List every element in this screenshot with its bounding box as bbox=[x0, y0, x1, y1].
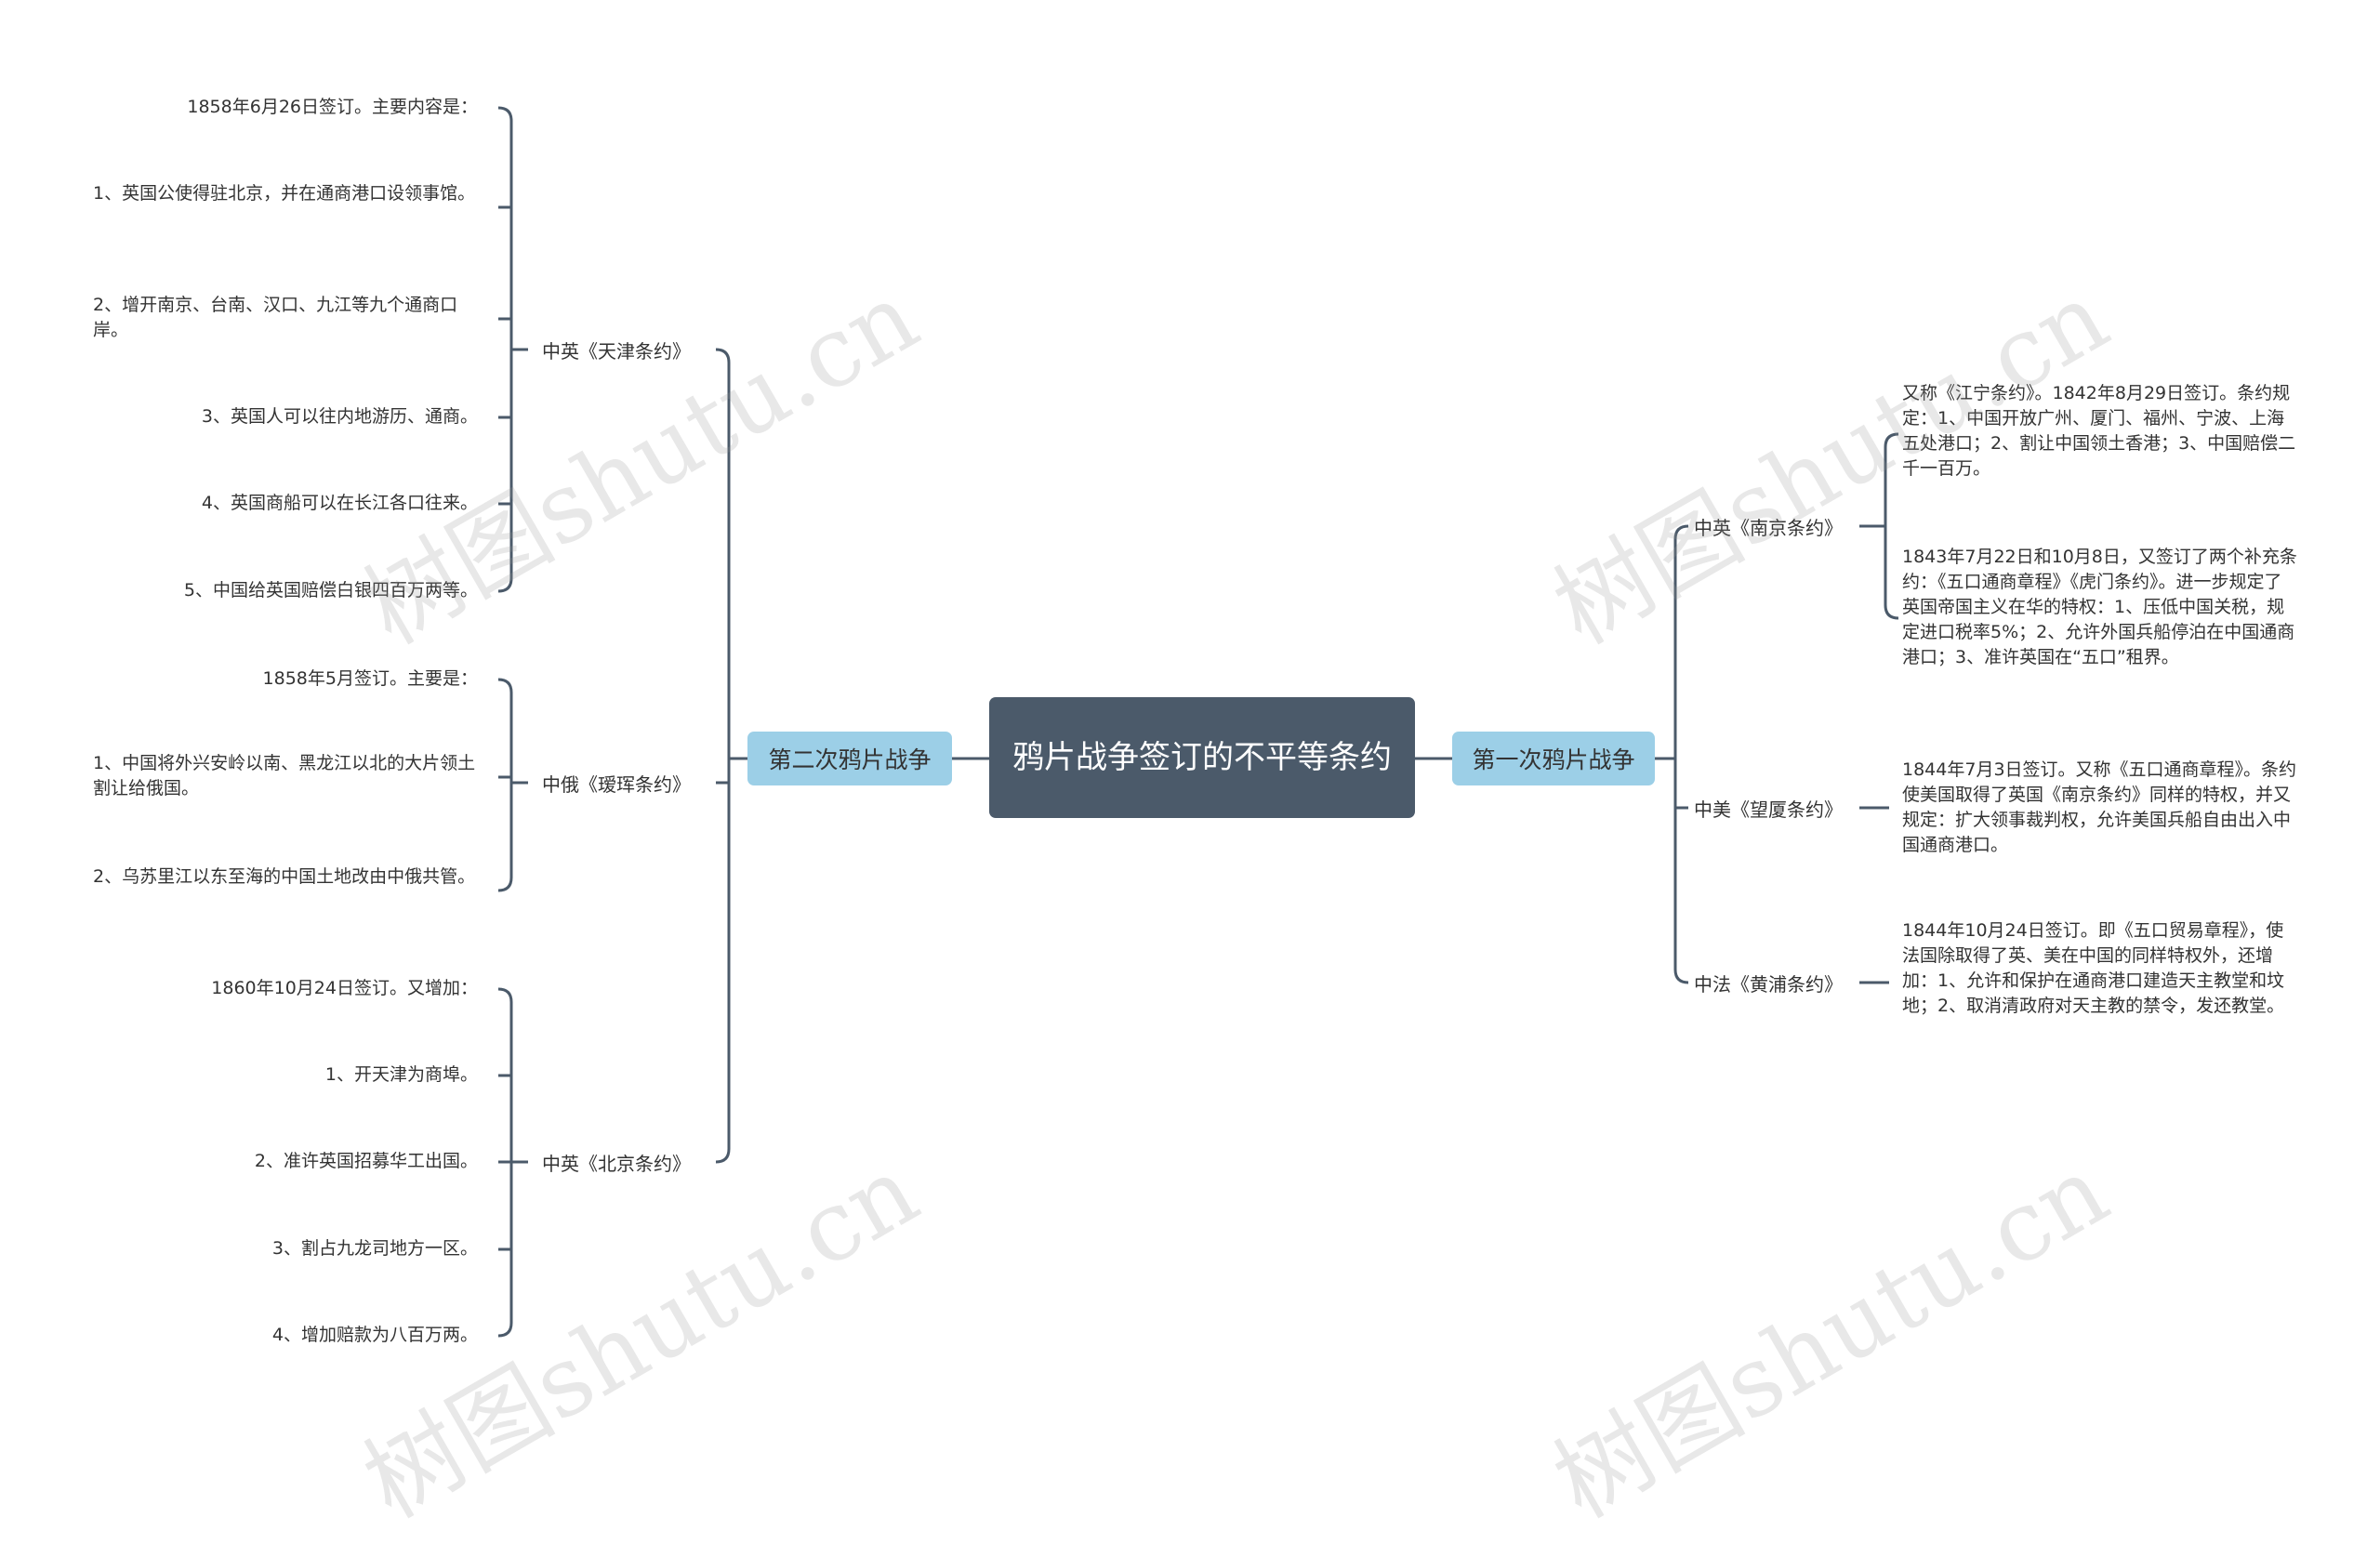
connector-line-11 bbox=[715, 348, 731, 1164]
leaf-tianjin-5: 5、中国给英国赔偿白银四百万两等。 bbox=[183, 580, 478, 600]
leaf-tianjin-3: 3、英国人可以往内地游历、通商。 bbox=[201, 406, 478, 427]
mind-map-canvas: 鸦片战争签订的不平等条约 第一次鸦片战争 第二次鸦片战争 中英《南京条约》 中美… bbox=[93, 97, 2297, 1539]
root-node[interactable]: 鸦片战争签订的不平等条约 bbox=[989, 697, 1415, 818]
treaty-aigun[interactable]: 中俄《瑷珲条约》 bbox=[542, 773, 691, 796]
leaf-beijing-0: 1860年10月24日签订。又增加： bbox=[211, 978, 478, 998]
treaty-nanjing[interactable]: 中英《南京条约》 bbox=[1694, 517, 1843, 539]
treaty-tianjin[interactable]: 中英《天津条约》 bbox=[542, 340, 691, 363]
treaty-beijing[interactable]: 中英《北京条约》 bbox=[542, 1153, 691, 1175]
connector-line-7 bbox=[1884, 432, 1899, 620]
leaf-nanjing-1: 又称《江宁条约》。1842年8月29日签订。条约规定：1、中国开放广州、厦门、福… bbox=[1902, 383, 2296, 479]
leaf-nanjing-2: 1843年7月22日和10月8日，又签订了两个补充条约：《五口通商章程》《虎门条… bbox=[1902, 547, 2297, 667]
connector-line-22 bbox=[497, 678, 513, 892]
leaf-tianjin-0: 1858年6月26日签订。主要内容是： bbox=[187, 97, 478, 117]
connector-lines bbox=[497, 106, 1899, 1338]
leaf-huangpu-1: 1844年10月24日签订。即《五口贸易章程》，使法国除取得了英、美在中国的同样… bbox=[1902, 920, 2285, 1016]
leaf-tianjin-2: 2、增开南京、台南、汉口、九江等九个通商口岸。 bbox=[93, 295, 458, 340]
leaf-wangxia-1: 1844年7月3日签订。又称《五口通商章程》。条约使美国取得了英国《南京条约》同… bbox=[1902, 759, 2297, 855]
branch-label: 第二次鸦片战争 bbox=[768, 746, 932, 773]
leaf-tianjin-1: 1、英国公使得驻北京，并在通商港口设领事馆。 bbox=[93, 183, 476, 204]
treaty-wangxia[interactable]: 中美《望厦条约》 bbox=[1694, 798, 1843, 821]
leaf-beijing-3: 3、割占九龙司地方一区。 bbox=[271, 1238, 478, 1259]
connector-line-15 bbox=[497, 106, 513, 593]
leaf-aigun-1: 1、中国将外兴安岭以南、黑龙江以北的大片领土割让给俄国。 bbox=[93, 753, 476, 798]
leaf-aigun-0: 1858年5月签订。主要是： bbox=[262, 668, 478, 689]
branch-label: 第一次鸦片战争 bbox=[1472, 746, 1635, 773]
connector-line-3 bbox=[1673, 524, 1689, 984]
leaf-beijing-2: 2、准许英国招募华工出国。 bbox=[254, 1151, 478, 1171]
leaf-beijing-1: 1、开天津为商埠。 bbox=[324, 1064, 478, 1085]
branch-second-opium-war[interactable]: 第二次鸦片战争 bbox=[747, 732, 952, 785]
leaf-tianjin-4: 4、英国商船可以在长江各口往来。 bbox=[201, 493, 478, 513]
branch-first-opium-war[interactable]: 第一次鸦片战争 bbox=[1452, 732, 1655, 785]
leaf-beijing-4: 4、增加赔款为八百万两。 bbox=[271, 1325, 478, 1345]
root-title: 鸦片战争签订的不平等条约 bbox=[1012, 738, 1392, 776]
leaf-aigun-2: 2、乌苏里江以东至海的中国土地改由中俄共管。 bbox=[93, 866, 476, 887]
treaty-huangpu[interactable]: 中法《黄浦条约》 bbox=[1694, 973, 1843, 996]
